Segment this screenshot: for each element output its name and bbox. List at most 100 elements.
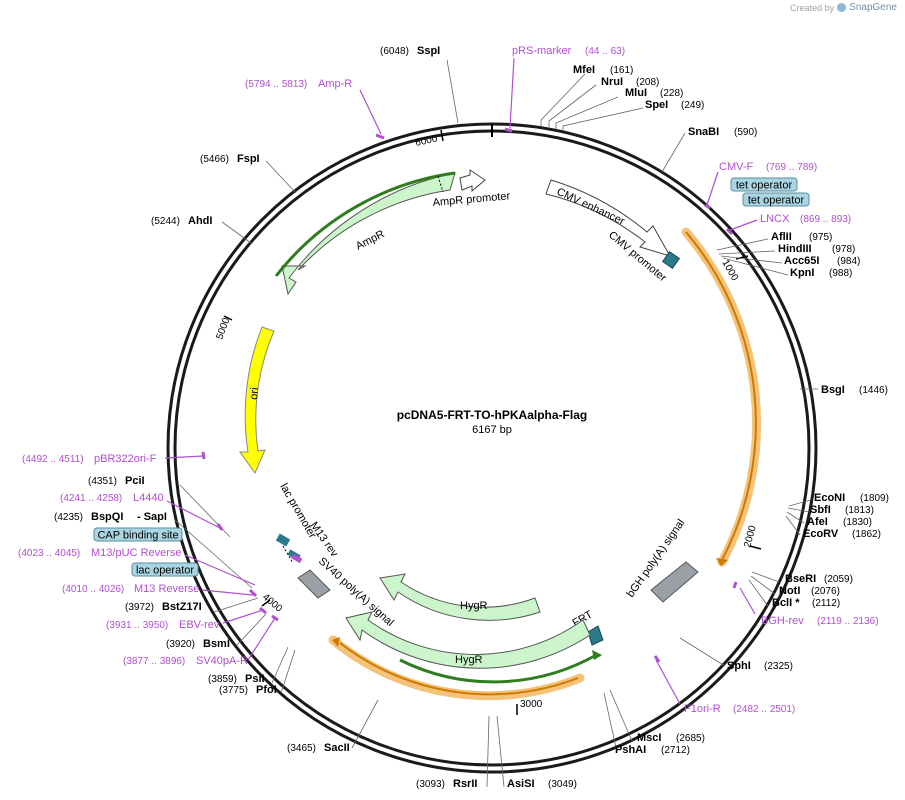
svg-text:L4440: L4440 [133,492,164,504]
snapgene-logo-icon [837,3,847,12]
bgh-polya-feature[interactable] [650,561,699,603]
site-bspqi[interactable]: (4235)BspQI- SapI [54,511,167,523]
site-noti[interactable]: NotI(2076) [779,585,840,597]
tet-operator-box-1[interactable]: tet operator [730,177,798,192]
site-pfoi[interactable]: (3775)PfoI [219,684,277,696]
primer-m13-reverse[interactable]: (4010 .. 4026)M13 Reverse [62,583,199,595]
primers: pRS-marker(44 .. 63) (5794 .. 5813)Amp-R… [18,45,879,715]
svg-text:tet operator: tet operator [736,180,793,192]
primer-sv40pa-r[interactable]: (3877 .. 3896)SV40pA-R [123,655,248,667]
m13-primer-marker[interactable] [291,553,303,564]
site-aflii[interactable]: AflII(975) [771,231,832,243]
ampr-promoter-arrow[interactable] [459,169,486,193]
hygr-arrow-outer[interactable] [345,611,591,669]
svg-text:(1862): (1862) [852,529,881,540]
site-acc65i[interactable]: Acc65I(984) [784,255,860,267]
svg-text:(3859): (3859) [208,674,237,685]
primer-cmv-f[interactable]: CMV-F(769 .. 789) [719,161,817,173]
site-bsgi[interactable]: BsgI(1446) [821,384,888,396]
site-kpni[interactable]: KpnI(988) [790,267,852,279]
ori-label: ori [248,387,261,400]
svg-text:(988): (988) [829,268,852,279]
site-rsrii[interactable]: (3093)RsrII [416,778,477,790]
site-afei[interactable]: AfeI(1830) [807,516,872,528]
primer-pbr322ori-f[interactable]: (4492 .. 4511)pBR322ori-F [22,453,157,465]
primer-f1ori-r[interactable]: F1ori-R(2482 .. 2501) [684,703,795,715]
svg-text:(6048): (6048) [380,46,409,57]
svg-text:(2076): (2076) [811,586,840,597]
site-bsmi[interactable]: (3920)BsmI [166,638,230,650]
svg-text:(3049): (3049) [548,779,577,790]
primer-amp-r[interactable]: (5794 .. 5813)Amp-R [245,78,352,90]
svg-text:LNCX: LNCX [760,213,790,225]
frt-marker[interactable] [587,625,604,646]
tick-label-5000: 5000 [214,316,232,341]
credit-prefix: Created by [790,2,835,13]
svg-text:BclI *: BclI * [772,597,800,609]
hygr-cds-line [399,652,599,684]
tet-operator-box-2[interactable]: tet operator [742,192,810,207]
svg-text:(2059): (2059) [824,574,853,585]
cmv-enhancer-label: CMV enhancer [555,186,627,228]
site-snabi[interactable]: SnaBI(590) [688,126,757,138]
site-bcli[interactable]: BclI *(2112) [772,597,840,609]
backbone [166,122,818,774]
site-ecorv[interactable]: EcoRV(1862) [803,528,881,540]
svg-text:BsmI: BsmI [203,638,230,650]
cap-binding-site-box[interactable]: CAP binding site [93,527,183,542]
tick-label-2000: 2000 [742,524,758,549]
site-mfei[interactable]: MfeI(161) [573,64,633,76]
site-econi[interactable]: EcoNI(1809) [814,492,889,504]
hygr-arrow-inner[interactable] [379,573,541,621]
site-psii[interactable]: (3859)PsiI [208,673,265,685]
site-sspi[interactable]: (6048)SspI [380,45,440,57]
svg-text:RsrII: RsrII [453,778,477,790]
svg-text:(2325): (2325) [764,661,793,672]
site-bstz17i[interactable]: (3972)BstZ17I [125,601,202,613]
site-fspi[interactable]: (5466)FspI [200,153,260,165]
svg-text:M13/pUC Reverse: M13/pUC Reverse [91,547,181,559]
site-hindiii[interactable]: HindIII(978) [778,243,855,255]
site-nrui[interactable]: NruI(208) [601,76,659,88]
site-bseri[interactable]: BseRI(2059) [785,573,853,585]
site-asisi[interactable]: AsiSI(3049) [507,778,577,790]
primer-l4440[interactable]: (4241 .. 4258) L4440 [60,492,164,504]
svg-text:M13 Reverse: M13 Reverse [134,583,199,595]
primer-prs-marker[interactable]: pRS-marker(44 .. 63) [512,45,625,57]
primer-ebv-rev[interactable]: (3931 .. 3950)EBV-rev [106,619,220,631]
site-sbfi[interactable]: SbfI(1813) [810,504,874,516]
svg-text:tet operator: tet operator [748,195,805,207]
primer-m13-puc-reverse[interactable]: (4023 .. 4045)M13/pUC Reverse [18,547,181,559]
sv40-polya-feature[interactable] [297,569,331,599]
svg-text:FspI: FspI [237,153,260,165]
svg-text:(3931 .. 3950): (3931 .. 3950) [106,620,168,631]
lac-operator-box[interactable]: lac operator [131,562,199,577]
site-pcii[interactable]: (4351)PciI [88,475,145,487]
svg-text:(3775): (3775) [219,685,248,696]
hygr-label-outer: HygR [455,654,483,666]
insert-arrowhead [716,558,728,566]
site-sacii[interactable]: (3465)SacII [287,742,350,754]
site-pshai[interactable]: PshAI(2712) [615,744,690,756]
svg-text:BstZ17I: BstZ17I [162,601,202,613]
site-ahdi[interactable]: (5244)AhdI [151,215,212,227]
ori-feature[interactable] [239,326,275,475]
svg-text:pRS-marker: pRS-marker [512,45,572,57]
svg-text:(4241 .. 4258): (4241 .. 4258) [60,493,122,504]
cap-binding-marker[interactable] [275,533,291,547]
site-mlui[interactable]: MluI(228) [625,87,683,99]
svg-text:MfeI: MfeI [573,64,595,76]
credit-brand: SnapGene [849,2,897,13]
primer-lncx[interactable]: LNCX(869 .. 893) [760,213,851,225]
site-sphi[interactable]: SphI(2325) [727,660,793,672]
cmv-arrow[interactable] [545,179,672,257]
svg-text:(1830): (1830) [843,517,872,528]
primer-bgh-rev[interactable]: BGH-rev(2119 .. 2136) [761,615,879,627]
tet-operator-marker[interactable] [661,250,681,270]
site-msci[interactable]: MscI(2685) [637,732,705,744]
svg-text:(2712): (2712) [661,745,690,756]
site-spei[interactable]: SpeI(249) [645,99,704,111]
svg-text:(228): (228) [660,88,683,99]
svg-text:(978): (978) [832,244,855,255]
ampr-arrow[interactable] [281,172,456,296]
